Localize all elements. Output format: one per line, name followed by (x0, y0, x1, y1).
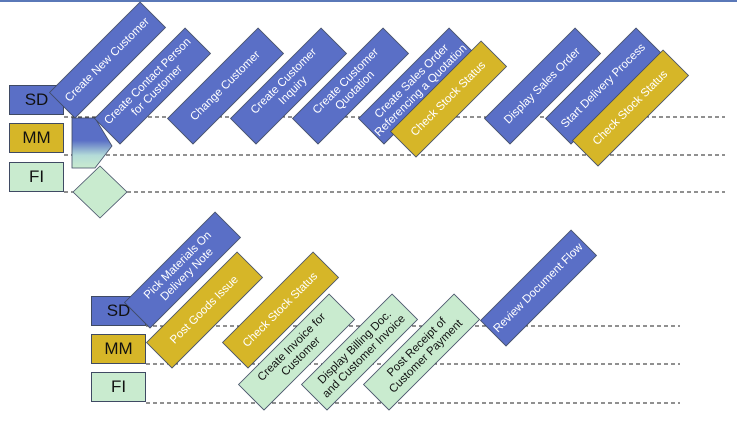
process-step-box (389, 40, 508, 158)
process-step-bottom-2: Post Goods Issue (145, 251, 264, 369)
process-step-box (483, 27, 602, 145)
process-step-label: Review Document Flow (492, 241, 586, 335)
process-step-box (291, 27, 410, 145)
process-step-box (93, 27, 212, 145)
process-step-box (145, 251, 264, 369)
process-step-box (300, 293, 419, 411)
process-step-box (48, 1, 167, 119)
lane-connector-shape (71, 117, 113, 169)
process-step-box (166, 27, 285, 145)
lane-label-mm-bottom: MM (91, 334, 146, 364)
process-step-box (229, 27, 348, 145)
process-step-box (571, 49, 690, 167)
process-step-box (221, 251, 340, 369)
process-step-box (237, 293, 356, 411)
fi-connector-diamond (72, 165, 128, 219)
process-step-bottom-7: Review Document Flow (479, 229, 598, 347)
lane-label-mm-top: MM (9, 123, 64, 153)
lane-label-fi-bottom: FI (91, 372, 146, 402)
top-border-line (0, 0, 737, 2)
process-step-box (123, 211, 242, 329)
process-step-box (362, 293, 481, 411)
lane-label-fi-top: FI (9, 162, 64, 192)
process-step-box (479, 229, 598, 347)
